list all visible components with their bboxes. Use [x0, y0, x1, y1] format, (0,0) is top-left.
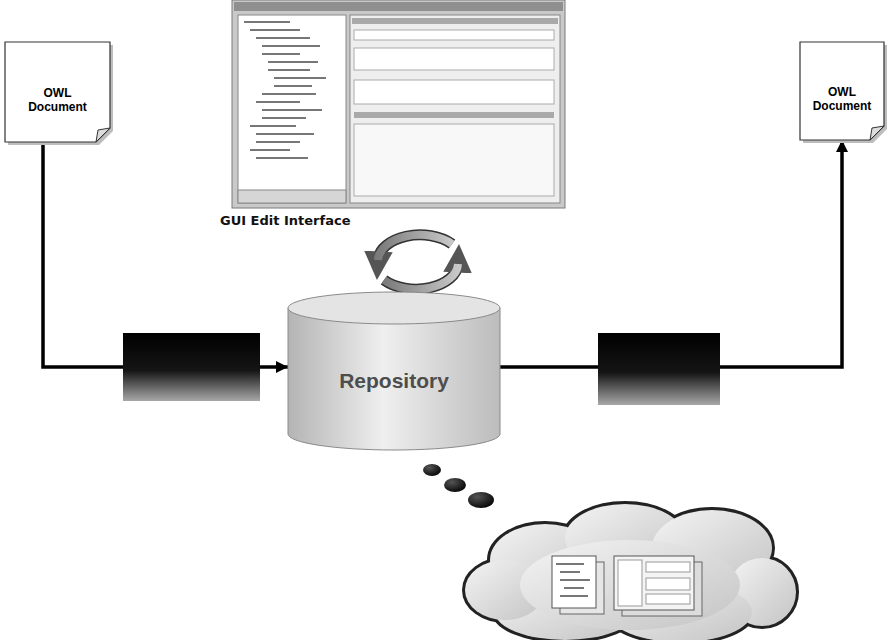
cloud-documents [552, 556, 702, 616]
repository-cylinder: Repository [288, 292, 500, 450]
node-text: Repository [339, 368, 449, 393]
document-page: OWL Document [800, 42, 884, 140]
node-text: OWL Document [21, 86, 94, 115]
import-box [123, 333, 260, 401]
export-box [598, 333, 720, 405]
storage-cloud [465, 504, 796, 640]
interface-label: GUI Edit Interface [220, 213, 350, 228]
link-dots [423, 464, 494, 508]
document-page: OWL Document [5, 42, 110, 142]
edit-cycle-arrows [378, 235, 458, 289]
editor-screenshot [232, 0, 565, 208]
node-text: OWL Document [810, 85, 874, 114]
